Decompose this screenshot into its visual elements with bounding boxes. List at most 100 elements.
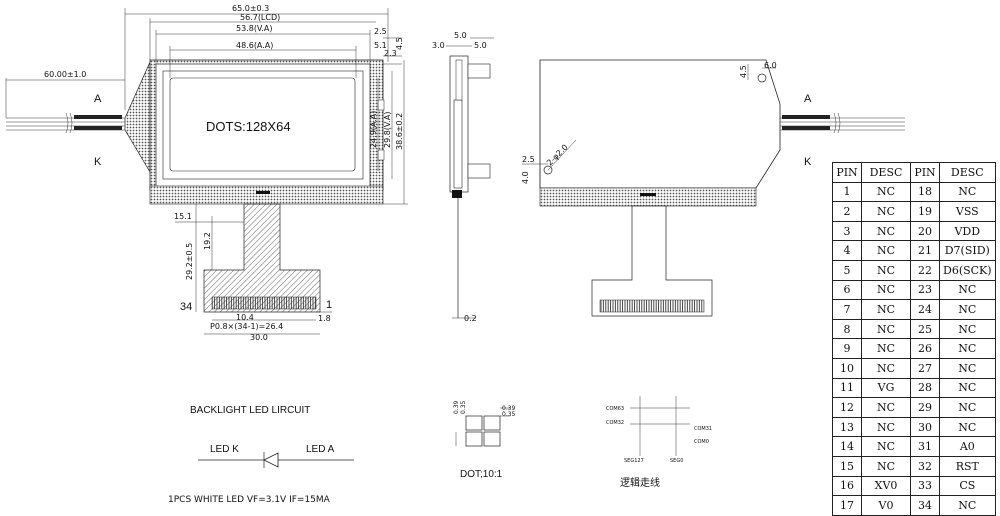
pin-desc: NC [939, 279, 996, 301]
header-desc: DESC [861, 162, 911, 183]
pin-number: 32 [910, 455, 940, 477]
pin-desc: NC [861, 201, 911, 222]
pin-desc: D7(SID) [939, 240, 996, 261]
pin-desc: NC [861, 259, 911, 281]
label-cathode: K [94, 156, 102, 168]
dot-caption: DOT;10:1 [460, 469, 503, 480]
pin-number: 27 [910, 357, 940, 379]
logic-seg0: SEG0 [670, 458, 683, 464]
pin-number: 16 [832, 475, 862, 497]
side-dim-5-0-right: 5.0 [474, 41, 487, 50]
pin-desc: A0 [939, 436, 996, 457]
back-dim-4-0: 4.0 [521, 171, 530, 184]
pin-number: 21 [910, 240, 940, 261]
pin-number: 17 [832, 495, 862, 516]
pin-number: 19 [910, 201, 940, 222]
pin-number: 3 [832, 220, 862, 242]
back-label-anode: A [804, 93, 812, 105]
label-anode: A [94, 93, 102, 105]
led-symbol [263, 452, 279, 468]
pin-desc: XV0 [861, 475, 911, 497]
logic-routing: COM63 COM32 COM31 COM0 SEG127 SEG0 逻辑走线 [606, 396, 712, 489]
backlight-title: BACKLIGHT LED LIRCUIT [190, 405, 310, 416]
pin-number: 9 [832, 338, 862, 359]
pin-desc: NC [861, 240, 911, 261]
logic-seg127: SEG127 [624, 458, 644, 464]
header-pin: PIN [832, 162, 862, 183]
pin-number: 6 [832, 279, 862, 301]
pin-desc: NC [939, 495, 996, 516]
pin-desc: NC [861, 299, 911, 320]
pin-desc: NC [861, 318, 911, 340]
bottom-band [149, 185, 384, 205]
pin-number: 5 [832, 259, 862, 281]
dot-dim-1: 0.39 [453, 400, 460, 414]
dim-15-1: 15.1 [174, 212, 192, 221]
pin-desc: NC [861, 455, 911, 477]
dim-pin-pitch: P0.8×(34-1)=26.4 [210, 322, 283, 331]
dot-detail: 0.39 0.35 0.39 0.35 DOT;10:1 [453, 400, 516, 480]
pin-desc: NC [861, 338, 911, 359]
pin-number: 29 [910, 397, 940, 418]
pin-number: 2 [832, 201, 862, 222]
pin-number: 7 [832, 299, 862, 320]
side-dim-3-0: 3.0 [432, 41, 445, 50]
pin-desc: VG [861, 377, 911, 399]
pin-number: 24 [910, 299, 940, 320]
side-dim-0-2: 0.2 [464, 314, 477, 323]
pin-number: 13 [832, 416, 862, 438]
back-dim-4-5: 4.5 [739, 65, 748, 78]
pin-number: 28 [910, 377, 940, 399]
led-k-label: LED K [210, 444, 239, 455]
pin-number: 8 [832, 318, 862, 340]
pin-desc: D6(SCK) [939, 259, 996, 281]
pin-desc: NC [861, 181, 911, 203]
side-dim-5-0-top: 5.0 [454, 31, 467, 40]
header-pin-2: PIN [910, 162, 940, 183]
pin-number: 26 [910, 338, 940, 359]
pin-number: 33 [910, 475, 940, 497]
pin-desc: NC [861, 397, 911, 418]
dim-19-2: 19.2 [203, 232, 212, 250]
pin-number: 10 [832, 357, 862, 379]
pin-number: 14 [832, 436, 862, 457]
pin-number: 11 [832, 377, 862, 399]
dim-fpc-width: 30.0 [250, 333, 268, 342]
pin-desc: NC [939, 338, 996, 359]
pin-desc: NC [861, 436, 911, 457]
pin-desc: VDD [939, 220, 996, 242]
pin-desc: NC [939, 299, 996, 320]
pin-desc: NC [861, 279, 911, 301]
pin-desc: NC [861, 357, 911, 379]
pin-number: 34 [910, 495, 940, 516]
back-dim-2-5: 2.5 [522, 155, 535, 164]
dim-outline-width: 65.0±0.3 [232, 4, 269, 13]
pin-desc: NC [861, 416, 911, 438]
backlight-spec: 1PCS WHITE LED VF=3.1V IF=15MA [168, 495, 331, 505]
back-view: 4.5 6.0 2.5 4.0 2-φ2.0 A K [521, 59, 905, 317]
logic-com0: COM0 [694, 439, 709, 445]
pin-number: 20 [910, 220, 940, 242]
pin-desc: VSS [939, 201, 996, 222]
dot-dim-3: 0.39 [502, 405, 516, 412]
fpc-tail [203, 203, 321, 313]
dim-29-2: 29.2±0.5 [185, 243, 194, 280]
dim-va-width: 53.8(V.A) [236, 24, 273, 33]
dot-dim-4: 0.35 [502, 411, 516, 418]
pin-desc: V0 [861, 495, 911, 516]
led-housing [124, 61, 151, 174]
dim-top-4-5: 4.5 [395, 37, 404, 50]
pin-number: 18 [910, 181, 940, 203]
fpc-pins [211, 296, 317, 310]
dim-1-8: 1.8 [318, 314, 331, 323]
dim-top-2-3: 2.3 [384, 49, 397, 58]
pin-34-label: 34 [180, 301, 192, 313]
